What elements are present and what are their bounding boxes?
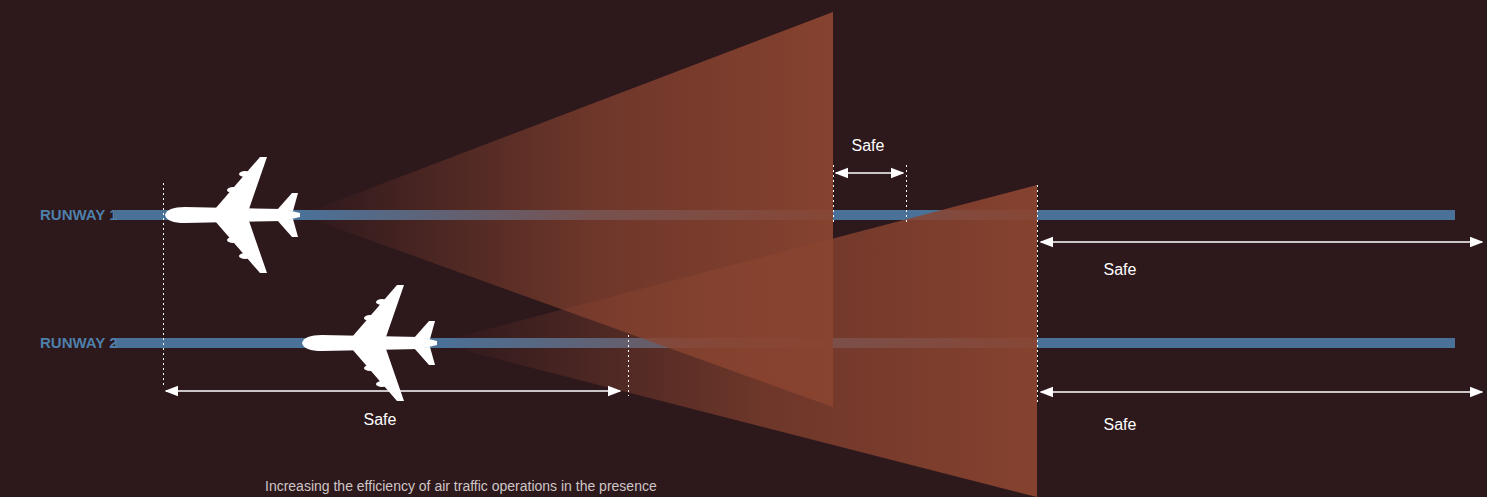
runway-label: RUNWAY 1 bbox=[40, 205, 118, 225]
distance-label: Safe bbox=[1104, 416, 1137, 434]
runway-label: RUNWAY 2 bbox=[40, 333, 118, 353]
distance-label: Safe bbox=[852, 137, 885, 155]
runway-strip bbox=[115, 338, 1455, 348]
runway: RUNWAY 2 bbox=[0, 333, 1460, 353]
distance-label: Safe bbox=[364, 411, 397, 429]
runway: RUNWAY 1 bbox=[0, 205, 1460, 225]
distance-label: Safe bbox=[1104, 261, 1137, 279]
guide-lines bbox=[164, 165, 1038, 402]
safe-distance-arrows bbox=[166, 173, 1482, 392]
runway-strip bbox=[115, 210, 1455, 220]
caption: Increasing the efficiency of air traffic… bbox=[265, 478, 657, 495]
